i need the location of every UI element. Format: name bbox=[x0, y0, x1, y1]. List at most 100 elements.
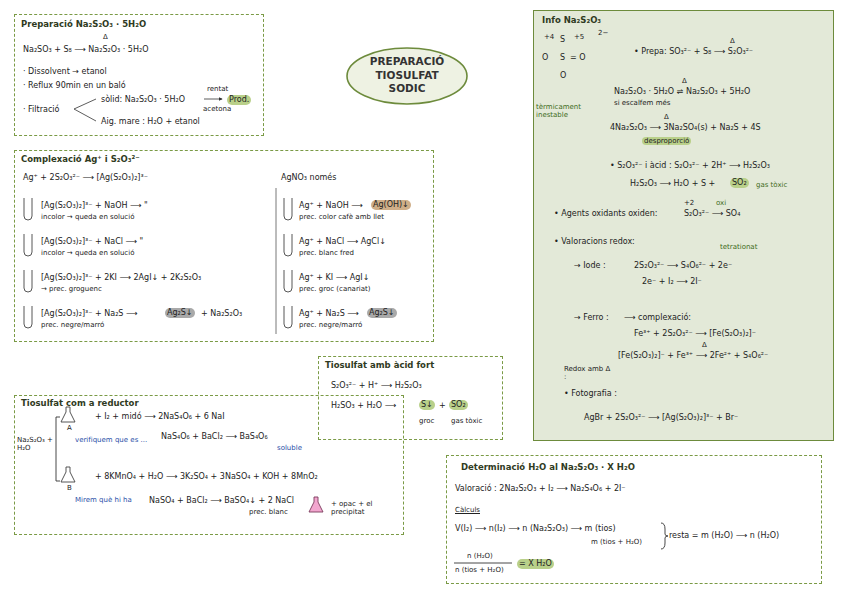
note-text: AgNO₃ només bbox=[281, 173, 336, 183]
note-text: prec. groc (canariat) bbox=[299, 285, 370, 293]
note-text: gas tòxic bbox=[451, 417, 482, 425]
note-text: Ag⁺ + NaOH ⟶ bbox=[299, 201, 363, 211]
note-text: sòlid: Na₂S₂O₃ · 5H₂O bbox=[101, 95, 185, 105]
note-text: incolor → queda en solució bbox=[41, 249, 134, 257]
note-text: · Filtració bbox=[23, 105, 59, 115]
test-tube bbox=[284, 198, 292, 220]
note-text: O bbox=[542, 53, 548, 63]
note-text: Ag⁺ + 2S₂O₃²⁻ ⟶ [Ag(S₂O₃)₂]³⁻ bbox=[23, 173, 148, 183]
note-text: S₂O₃²⁻ + H⁺ ⟶ H₂S₂O₃ bbox=[331, 381, 422, 391]
note-text: + bbox=[439, 401, 446, 411]
topic-box: Determinació H₂O al Na₂S₂O₃ · X H₂OValor… bbox=[446, 455, 822, 584]
note-text: → Ferro : bbox=[574, 313, 609, 323]
note-text: +2 bbox=[684, 199, 694, 207]
note-text: groc bbox=[419, 417, 434, 425]
note-text: acetona bbox=[203, 105, 231, 113]
box-heading: Info Na₂S₂O₃ bbox=[542, 15, 601, 25]
note-text: → prec. groguenc bbox=[41, 285, 102, 293]
note-text: verifiquem que es ... bbox=[75, 436, 147, 444]
note-text: • Agents oxidants oxiden: bbox=[554, 209, 658, 219]
note-text: = O bbox=[570, 53, 586, 63]
note-text: A bbox=[67, 424, 72, 432]
note-text: H₂SO₃ + H₂O ⟶ bbox=[331, 401, 396, 411]
topic-box: Tiosulfat amb àcid fortS₂O₃²⁻ + H⁺ ⟶ H₂S… bbox=[318, 356, 503, 440]
note-text: oxi bbox=[716, 199, 726, 207]
note-text: [Ag(S₂O₃)₂]³⁻ + 2KI ⟶ 2AgI↓ + 2K₂S₂O₃ bbox=[41, 273, 201, 283]
note-text: Δ bbox=[103, 33, 108, 41]
test-tube bbox=[284, 234, 292, 256]
note-text: Ag⁺ + NaCl ⟶ AgCl↓ bbox=[299, 237, 386, 247]
note-text: + Na₂S₂O₃ bbox=[201, 309, 242, 319]
note-text: rentat bbox=[207, 85, 228, 93]
note-text: m (tios + H₂O) bbox=[591, 538, 642, 546]
note-text: Δ bbox=[702, 341, 707, 349]
note-text: si escalfem més bbox=[614, 99, 670, 107]
test-tube bbox=[284, 270, 292, 292]
note-text: [Ag(S₂O₃)₂]³⁻ + Na₂S ⟶ bbox=[41, 309, 137, 319]
curly-brace bbox=[661, 523, 668, 549]
note-text: Redox amb Δ : bbox=[564, 365, 612, 382]
note-text: Ag⁺ + Na₂S ⟶ bbox=[299, 309, 359, 319]
note-text: prec. negre/marró bbox=[299, 321, 362, 329]
note-text: gas tòxic bbox=[756, 181, 787, 189]
note-text: 2− bbox=[598, 29, 608, 37]
note-text: = X H₂O bbox=[517, 559, 554, 569]
note-text: prec. color cafè amb llet bbox=[299, 213, 384, 221]
title-oval bbox=[347, 48, 467, 104]
note-text: [Fe(S₂O₃)₂]⁻ + Fe³⁺ ⟶ 2Fe²⁺ + S₄O₆²⁻ bbox=[618, 351, 768, 361]
note-text: ⟶ complexació: bbox=[624, 313, 691, 323]
note-text: n (tios + H₂O) bbox=[455, 566, 504, 574]
note-text: prec. blanc fred bbox=[299, 249, 354, 257]
note-text: Mirem què hi ha bbox=[75, 496, 132, 504]
note-text: • Fotografia : bbox=[564, 389, 617, 399]
note-text: • Prepa: SO₃²⁻ + S₈ ⟶ S₂O₃²⁻ bbox=[634, 47, 753, 57]
column-divider bbox=[276, 188, 277, 334]
note-text: [Ag(S₂O₃)₂]³⁻ + NaCl ⟶ " bbox=[41, 237, 143, 247]
fraction-line bbox=[454, 563, 512, 564]
note-text: tèrmicament inestable bbox=[536, 103, 600, 120]
note-text: Ag⁺ + KI ⟶ AgI↓ bbox=[299, 273, 369, 283]
topic-box: Preparació Na₂S₂O₃ · 5H₂OΔNa₂SO₃ + S₈ ⟶ … bbox=[14, 14, 264, 136]
note-text: AgBr + 2S₂O₃²⁻ ⟶ [Ag(S₂O₃)₂]³⁻ + Br⁻ bbox=[584, 413, 738, 423]
note-text: S bbox=[560, 53, 565, 63]
branch-line bbox=[74, 99, 96, 109]
note-text: · Reflux 90min en un baló bbox=[23, 81, 126, 91]
reaction-arrow bbox=[204, 99, 222, 100]
note-text: 4Na₂S₂O₃ ⟶ 3Na₂SO₄(s) + Na₂S + 4S bbox=[610, 123, 761, 133]
test-tube bbox=[284, 306, 292, 328]
note-text: S₂O₃²⁻ ⟶ SO₄ bbox=[684, 209, 740, 219]
note-text: SO₂ bbox=[449, 400, 468, 410]
note-text: H₂S₂O₃ ⟶ H₂O + S + bbox=[630, 179, 715, 189]
topic-box: Tiosulfat com a reductorNa₂S₂O₃ + H₂OA+ … bbox=[14, 395, 404, 535]
test-tube bbox=[24, 306, 32, 328]
branch-line bbox=[74, 109, 96, 121]
note-text: n (H₂O) bbox=[467, 552, 493, 560]
note-text: incolor → queda en solució bbox=[41, 213, 134, 221]
flask-icon bbox=[61, 407, 75, 422]
note-text: 2e⁻ + I₂ ⟶ 2I⁻ bbox=[642, 277, 702, 287]
note-text: Ag₂S↓ bbox=[367, 308, 397, 318]
note-text: S↓ bbox=[419, 400, 435, 410]
note-text: tetrationat bbox=[720, 243, 757, 251]
note-text: Prod. bbox=[227, 95, 251, 105]
flask-icon bbox=[309, 497, 323, 512]
box-heading: Tiosulfat com a reductor bbox=[21, 398, 139, 408]
note-text: + 8KMnO₄ + H₂O ⟶ 3K₂SO₄ + 3NaSO₄ + KOH +… bbox=[95, 472, 318, 482]
note-text: 2S₂O₃²⁻ ⟶ S₄O₆²⁻ + 2e⁻ bbox=[634, 261, 732, 271]
note-text: [Ag(S₂O₃)₂]³⁻ + NaOH ⟶ " bbox=[41, 201, 148, 211]
note-text: Fe³⁺ + 2S₂O₃²⁻ ⟶ [Fe(S₂O₃)₂]⁻ bbox=[634, 329, 756, 339]
note-text: O bbox=[560, 71, 566, 81]
note-text: prec. blanc bbox=[249, 508, 288, 516]
note-text: Na₂SO₃ + S₈ ⟶ Na₂S₂O₃ · 5H₂O bbox=[23, 45, 148, 55]
note-text: NaS₄O₆ + BaCl₂ ⟶ BaS₄O₆ bbox=[161, 432, 268, 442]
topic-box: Complexació Ag⁺ i S₂O₃²⁻Ag⁺ + 2S₂O₃²⁻ ⟶ … bbox=[14, 150, 434, 342]
note-text: +5 bbox=[574, 33, 584, 41]
note-text: + opac + el precipitat bbox=[331, 500, 397, 517]
note-text: Δ bbox=[730, 37, 735, 45]
note-text: soluble bbox=[277, 444, 302, 452]
note-text: Aig. mare : H₂O + etanol bbox=[101, 117, 200, 127]
note-text: • Valoracions redox: bbox=[554, 237, 635, 247]
flask-icon bbox=[61, 467, 75, 482]
note-text: Ag(OH)↓ bbox=[371, 200, 411, 210]
note-text: + I₂ + midó ⟶ 2NaS₄O₆ + 6 NaI bbox=[95, 412, 225, 422]
